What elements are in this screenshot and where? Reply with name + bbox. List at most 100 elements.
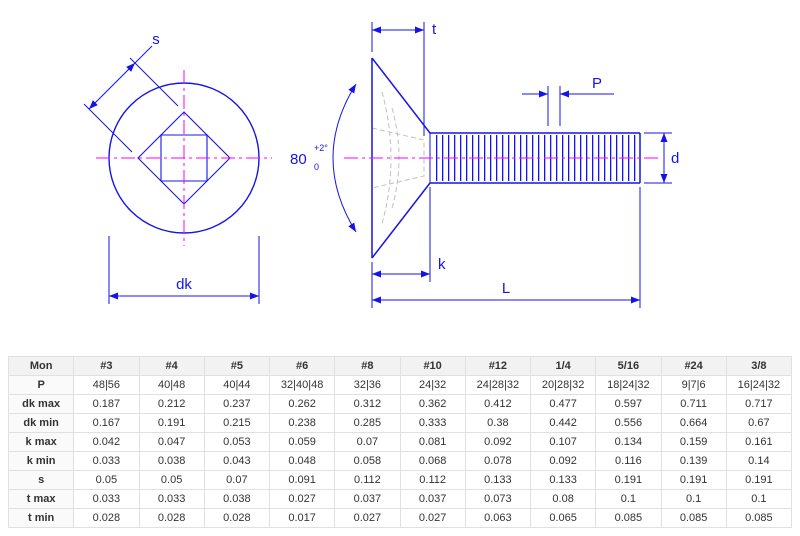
angle-arc (332, 83, 357, 233)
table-cell: 32|36 (334, 375, 401, 395)
column-header: Mon (7, 356, 75, 376)
table-cell: 0.092 (529, 451, 597, 471)
table-cell: 0.043 (203, 451, 271, 471)
table-cell: 0.063 (464, 508, 532, 528)
row-label: s (7, 470, 75, 490)
angle-tolerance-plus: +2° (314, 143, 328, 153)
table-cell: 0.092 (464, 432, 532, 452)
table-cell: 0.085 (725, 508, 793, 528)
table-cell: 0.67 (725, 413, 793, 433)
dim-d (644, 132, 672, 184)
table-cell: 0.191 (725, 470, 793, 490)
cone-top (371, 57, 431, 134)
dim-s-line (88, 62, 136, 110)
table-cell: 16|24|32 (725, 375, 793, 395)
table-cell: 0.133 (529, 470, 597, 490)
table-cell: 0.159 (660, 432, 727, 452)
table-cell: 0.017 (268, 508, 336, 528)
table-cell: 0.191 (660, 470, 727, 490)
table-cell: 0.027 (268, 489, 336, 509)
table-cell: 0.038 (203, 489, 271, 509)
dim-label-l: L (502, 280, 510, 297)
table-cell: 0.08 (529, 489, 597, 509)
table-cell: 0.033 (138, 489, 205, 509)
row-label: P (7, 375, 75, 395)
table-cell: 0.597 (595, 394, 662, 414)
dim-label-dk: dk (176, 276, 192, 293)
dim-l (371, 187, 641, 308)
table-cell: 0.134 (595, 432, 662, 452)
table-cell: 0.05 (73, 470, 140, 490)
column-header: #12 (464, 356, 532, 376)
row-label: k max (7, 432, 75, 452)
side-view (371, 57, 641, 259)
dim-label-d: d (671, 150, 679, 167)
dim-dk (108, 236, 260, 304)
square-recess-inner (160, 134, 208, 182)
table-cell: 0.027 (399, 508, 466, 528)
table-cell: 20|28|32 (529, 375, 597, 395)
dim-t (371, 22, 425, 136)
table-cell: 0.1 (595, 489, 662, 509)
screw-drawing-svg: s dk (83, 21, 679, 308)
column-header: 1/4 (529, 356, 597, 376)
table-cell: 0.048 (268, 451, 336, 471)
column-header: #4 (138, 356, 205, 376)
table-cell: 0.161 (725, 432, 793, 452)
table-cell: 0.238 (268, 413, 336, 433)
table-cell: 0.038 (138, 451, 205, 471)
technical-drawing: s dk (83, 21, 679, 308)
table-cell: 0.237 (203, 394, 271, 414)
row-label: dk max (7, 394, 75, 414)
row-label: t max (7, 489, 75, 509)
row-label: dk min (7, 413, 75, 433)
table-cell: 0.07 (334, 432, 401, 452)
dim-k (372, 187, 431, 282)
table-cell: 0.037 (334, 489, 401, 509)
column-header: #24 (660, 356, 727, 376)
column-header: #10 (399, 356, 466, 376)
table-cell: 0.1 (725, 489, 793, 509)
table-cell: 0.091 (268, 470, 336, 490)
table-cell: 0.07 (203, 470, 271, 490)
table-cell: 0.107 (529, 432, 597, 452)
dim-label-s: s (152, 31, 160, 48)
table-cell: 0.442 (529, 413, 597, 433)
socket-phantom-arc1 (381, 91, 392, 225)
table-cell: 0.133 (464, 470, 532, 490)
column-header: #6 (268, 356, 336, 376)
column-header: #3 (73, 356, 140, 376)
table-cell: 0.053 (203, 432, 271, 452)
table-cell: 0.073 (464, 489, 532, 509)
table-cell: 0.187 (73, 394, 140, 414)
table-cell: 40|44 (203, 375, 271, 395)
table-cell: 9|7|6 (660, 375, 727, 395)
dim-label-t: t (432, 21, 437, 38)
table-cell: 24|32 (399, 375, 466, 395)
table-cell: 0.033 (73, 489, 140, 509)
row-label: t min (7, 508, 75, 528)
table-cell: 0.059 (268, 432, 336, 452)
table-cell: 0.112 (399, 470, 466, 490)
table-cell: 0.664 (660, 413, 727, 433)
table-cell: 0.556 (595, 413, 662, 433)
table-cell: 0.042 (73, 432, 140, 452)
table-cell: 48|56 (73, 375, 140, 395)
table-cell: 0.139 (660, 451, 727, 471)
front-view-centerlines (96, 70, 272, 246)
column-header: 5/16 (595, 356, 662, 376)
table-cell: 0.191 (595, 470, 662, 490)
table-cell: 0.058 (334, 451, 401, 471)
table-cell: 0.38 (464, 413, 532, 433)
column-header: #8 (334, 356, 401, 376)
table-cell: 0.081 (399, 432, 466, 452)
table-cell: 0.717 (725, 394, 793, 414)
